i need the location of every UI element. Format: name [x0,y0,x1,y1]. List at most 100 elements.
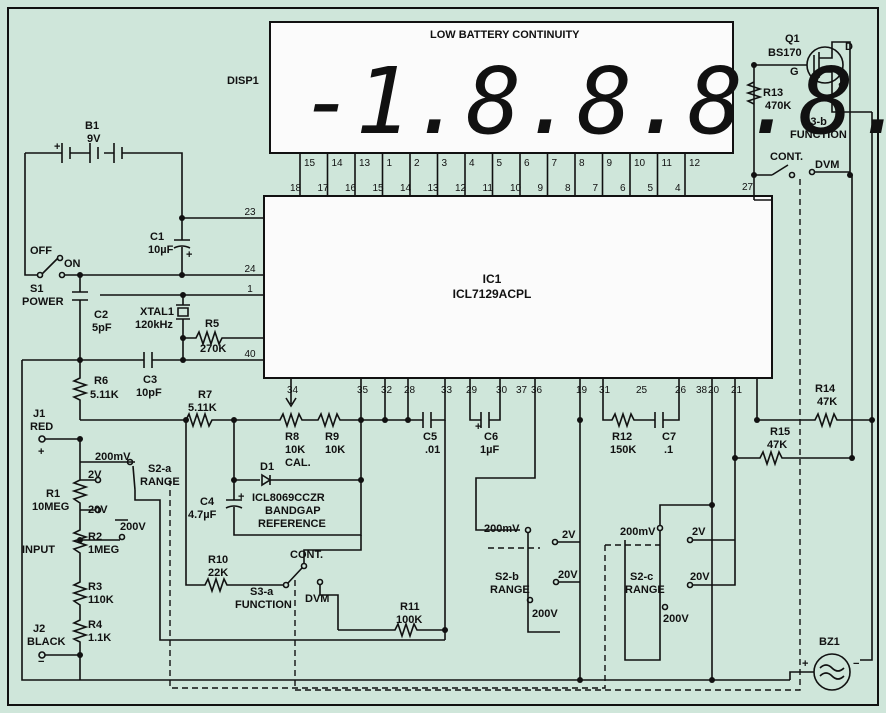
ic1-bottom-pin: 34 [287,385,299,396]
s2c-pos-200mv: 200mV [620,526,656,538]
ic1-top-pin: 7 [593,183,599,194]
ic1-left-pin: 23 [244,207,256,218]
d1-desc2: REFERENCE [258,518,326,530]
ic1-left-pin: 40 [244,349,256,360]
q1-s: S [838,81,845,93]
q1-ref: Q1 [785,33,800,45]
s2a-pos-2v: 2V [88,469,102,481]
display-top-pin: 11 [662,158,673,169]
display-top-pin: 7 [552,158,558,169]
r8-ref: R8 [285,431,299,443]
display-label: DISP1 [227,75,259,87]
d1-desc1: BANDGAP [265,505,321,517]
s2a-pos-200v: 200V [120,521,146,533]
ic1-bottom-pin: 33 [441,385,453,396]
ic1-bottom-pin: 36 [531,385,543,396]
s2a-ref: S2-a [148,463,172,475]
c7-ref: C7 [662,431,676,443]
ic1-bottom-pin: 19 [576,385,588,396]
c6-value: 1µF [480,444,499,456]
s3a-cont: CONT. [290,549,323,561]
r7-value: 5.11K [188,402,217,414]
ic1-top-pin: 13 [428,183,440,194]
s1-ref: S1 [30,283,43,295]
s1-switch-blade [41,257,59,275]
r10-ref: R10 [208,554,228,566]
ic1-top-pin: 8 [565,183,571,194]
ic1-left-pin: 1 [247,284,253,295]
input-label: INPUT [22,544,55,556]
ic1-body [263,195,773,379]
q1-g: G [790,66,799,78]
s3b-ref: S3-b [803,116,827,128]
c7-value: .1 [664,444,673,456]
j1-color: RED [30,421,53,433]
j1-pol: + [38,446,44,458]
r15-ref: R15 [770,426,790,438]
r12-ref: R12 [612,431,632,443]
ic1-bottom-pin: 35 [357,385,369,396]
r11-ref: R11 [400,601,420,613]
b1-ref: B1 [85,120,99,132]
r6-ref: R6 [94,375,108,387]
ic1-top-pin: 5 [648,183,654,194]
r11-value: 100K [396,614,422,626]
c4-ref: C4 [200,496,215,508]
r2-value: 1MEG [88,544,119,556]
ic1-bottom-pin: 28 [404,385,416,396]
r5-ref: R5 [205,318,219,330]
j2-pol: − [38,656,44,668]
svg-text:+: + [238,491,244,503]
r4-value: 1.1K [88,632,111,644]
c2-value: 5pF [92,322,112,334]
ic1-part: ICL7129ACPL [453,287,532,301]
ic1-top-pin: 12 [455,183,467,194]
r8-value: 10K [285,444,305,456]
ic1-top-pin: 17 [318,183,330,194]
r1-value: 10MEG [32,501,69,513]
j1-ref: J1 [33,408,45,420]
display-top-pin: 10 [634,158,646,169]
r4-ref: R4 [88,619,103,631]
display-top-pin: 4 [469,158,475,169]
r7-ref: R7 [198,389,212,401]
ic1-top-pin: 6 [620,183,626,194]
display-top-pin: 3 [442,158,448,169]
bz1-minus: − [853,658,859,670]
ic1-bottom-pin: 26 [675,385,687,396]
r9-ref: R9 [325,431,339,443]
display-top-pin: 9 [607,158,613,169]
s3b-name: FUNCTION [790,129,847,141]
q1-d: D [845,41,853,53]
s2c-name: RANGE [625,584,665,596]
ic1-bottom-pin: 30 [496,385,508,396]
r3-value: 110K [88,594,114,606]
s2c-ref: S2-c [630,571,653,583]
c3-value: 10pF [136,387,162,399]
ic1-ref: IC1 [483,272,502,286]
r14-value: 47K [817,396,837,408]
c3-ref: C3 [143,374,157,386]
j2-color: BLACK [27,636,66,648]
s2a-pos-20v: 20V [88,504,108,516]
ic1-bottom-pin: 25 [636,385,648,396]
s2c-pos-200v: 200V [663,613,689,625]
ic1-bottom-pin: 31 [599,385,611,396]
display-top-pin: 5 [497,158,503,169]
display-digits: -1.8.8.8.8. [300,48,886,155]
c2-ref: C2 [94,309,108,321]
display-top-pin: 6 [524,158,530,169]
s3a-name: FUNCTION [235,599,292,611]
bz1-plus: + [802,658,808,670]
s1-name: POWER [22,296,64,308]
ic1-bottom-pin: 37 [516,385,528,396]
ic1-bottom-pin: 29 [466,385,478,396]
ic1-top-pin: 16 [345,183,357,194]
svg-text:+: + [54,141,60,153]
s2b-ref: S2-b [495,571,519,583]
xtal-ref: XTAL1 [140,306,174,318]
r1-ref: R1 [46,488,60,500]
q1-part: BS170 [768,47,802,59]
c1-ref: C1 [150,231,164,243]
